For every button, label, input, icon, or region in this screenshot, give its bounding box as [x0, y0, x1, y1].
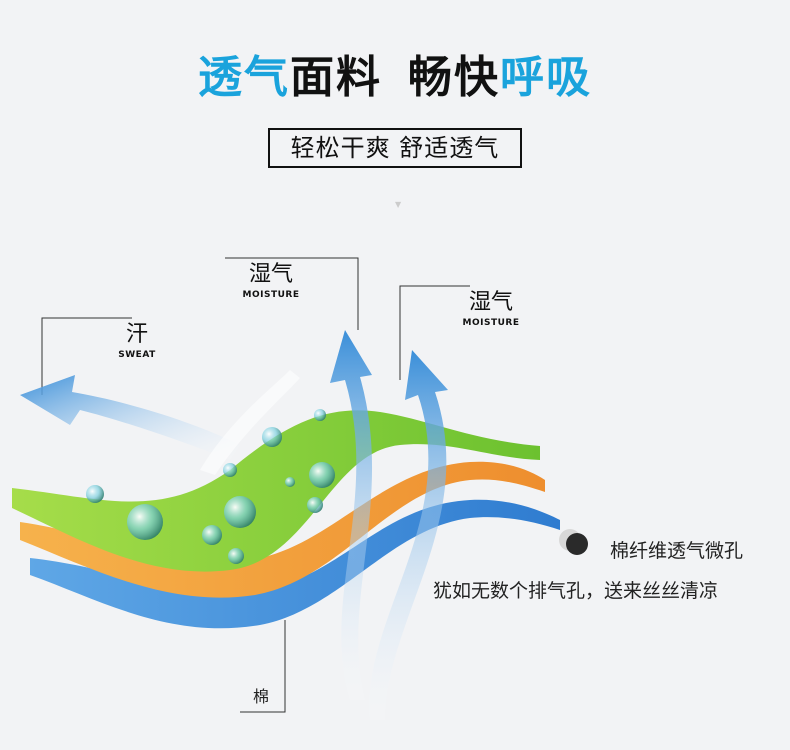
callout-moisture-right-cn: 湿气	[468, 290, 513, 315]
sweat-arrow	[20, 375, 240, 460]
headline-part-4: 呼吸	[500, 52, 592, 103]
water-drop	[314, 409, 326, 421]
bullet-dot-icon	[566, 533, 588, 555]
water-drop	[228, 548, 244, 564]
callout-line-sweat	[41, 317, 132, 395]
callout-moisture-right-en: MOISTURE	[462, 318, 520, 328]
cotton-label: 棉	[253, 687, 270, 706]
headline-part-3: 畅快	[408, 52, 500, 103]
callout-moisture-left: 湿气 MOISTURE	[236, 262, 306, 302]
water-drop	[202, 525, 222, 545]
water-drop	[86, 485, 104, 503]
callout-sweat-en: SWEAT	[118, 350, 156, 360]
headline-part-2: 面料	[290, 52, 382, 103]
water-drop	[262, 427, 282, 447]
caret-icon: ▼	[395, 200, 402, 209]
cotton-layer-blue	[30, 499, 560, 629]
callout-moisture-left-en: MOISTURE	[242, 290, 300, 300]
callout-line-cotton	[240, 620, 286, 713]
moisture-arrow-right	[369, 350, 448, 720]
faint-airflow	[200, 370, 300, 475]
callout-sweat-cn: 汗	[125, 322, 148, 347]
headline: 透气面料畅快呼吸	[0, 48, 790, 108]
feature-text: 犹如无数个排气孔，送来丝丝清凉	[433, 580, 719, 602]
callout-moisture-left-cn: 湿气	[248, 262, 293, 287]
water-drop	[223, 463, 237, 477]
water-drop	[285, 477, 295, 487]
moisture-arrow-left	[330, 330, 373, 700]
water-drop	[307, 497, 323, 513]
headline-part-1: 透气	[198, 52, 290, 103]
water-drop	[309, 462, 335, 488]
feature-title: 棉纤维透气微孔	[610, 540, 744, 562]
water-drop	[127, 504, 163, 540]
water-drop	[224, 496, 256, 528]
callout-line-moisture-left	[225, 257, 359, 330]
callout-moisture-right: 湿气 MOISTURE	[456, 290, 526, 330]
callout-sweat: 汗 SWEAT	[112, 322, 162, 362]
callout-line-moisture-right	[399, 285, 470, 380]
subtitle-box: 轻松干爽 舒适透气	[268, 128, 522, 168]
water-droplets	[86, 409, 335, 564]
